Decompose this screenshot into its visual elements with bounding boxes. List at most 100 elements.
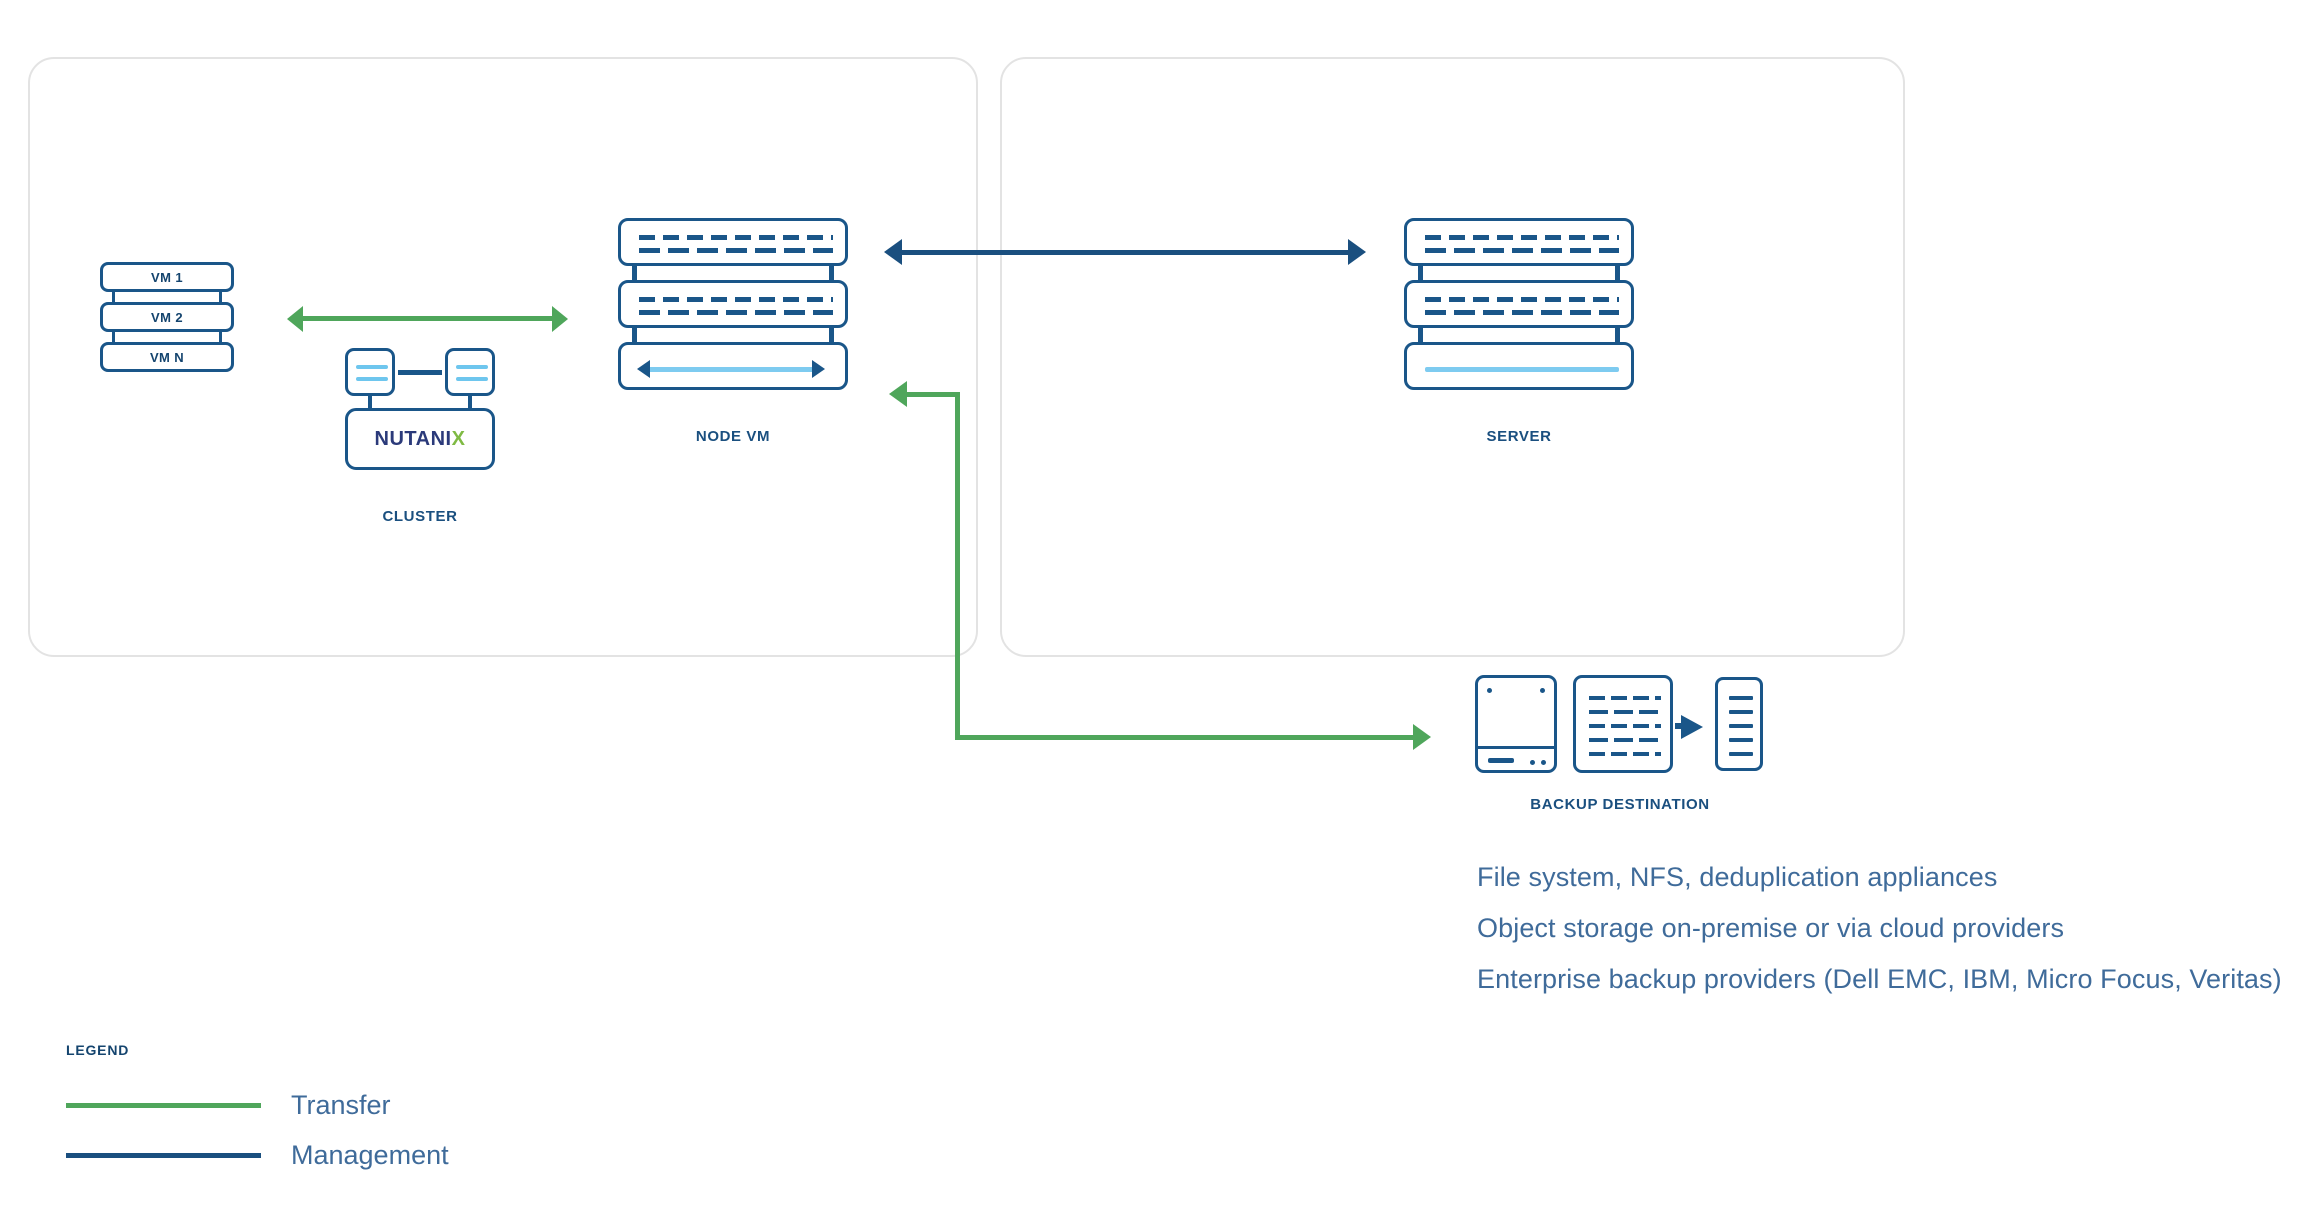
node-vm-unit-3 [618, 342, 848, 390]
vm-box-n-label: VM N [149, 349, 185, 365]
vm-connector [219, 292, 222, 302]
management-line [900, 250, 1350, 255]
rack-leg [1418, 266, 1423, 280]
data-line [639, 310, 833, 315]
data-line [1425, 235, 1619, 240]
doc-line [1589, 738, 1661, 742]
disk-drive-icon [1475, 675, 1557, 773]
legend-label-management: Management [291, 1139, 449, 1170]
arrowhead-left-icon [889, 381, 907, 407]
rack-leg [829, 266, 834, 280]
server-unit-3 [1404, 342, 1634, 390]
storage-line [1729, 696, 1753, 700]
doc-line [1589, 710, 1661, 714]
cluster-leg [468, 396, 472, 410]
vm-box-2[interactable]: VM 2 [100, 302, 234, 332]
data-line [1425, 297, 1619, 302]
nutanix-cluster[interactable]: NUTANIX [345, 348, 495, 483]
nutanix-logo: NUTANIX [375, 428, 466, 451]
description-line-3: Enterprise backup providers (Dell EMC, I… [1477, 964, 2282, 994]
data-line [1425, 310, 1619, 315]
throughput-line [1425, 366, 1619, 372]
legend-item-transfer: Transfer [66, 1080, 449, 1130]
rack-leg [1615, 266, 1620, 280]
description-line-2: Object storage on-premise or via cloud p… [1477, 913, 2065, 943]
arrowhead-right-icon [552, 306, 568, 332]
data-line [1425, 248, 1619, 253]
vm-box-n[interactable]: VM N [100, 342, 234, 372]
vm-connector [112, 332, 115, 342]
disk-dot [1540, 688, 1545, 693]
storage-line [1729, 724, 1753, 728]
cluster-label: CLUSTER [382, 508, 458, 525]
transfer-line-v [955, 392, 960, 740]
cluster-leg [368, 396, 372, 410]
vm-connector [112, 292, 115, 302]
doc-line [1589, 696, 1661, 700]
rack-leg [1418, 328, 1423, 342]
node-vm-stack[interactable] [618, 218, 848, 390]
doc-line [1589, 752, 1661, 756]
legend-swatch-transfer [66, 1102, 261, 1108]
throughput-line [650, 366, 812, 372]
description-line-1: File system, NFS, deduplication applianc… [1477, 862, 1998, 892]
cluster-node-bar [356, 365, 388, 369]
server-unit-1 [1404, 218, 1634, 266]
arrowhead-left-icon [287, 306, 303, 332]
arrowhead-right-icon [812, 360, 825, 378]
rack-leg [632, 266, 637, 280]
data-line [639, 248, 833, 253]
node-vm-label: NODE VM [695, 428, 771, 445]
arrowhead-left-icon [637, 360, 650, 378]
server-label: SERVER [1486, 428, 1552, 445]
cluster-link [398, 370, 442, 375]
rack-leg [1615, 328, 1620, 342]
vm-box-1[interactable]: VM 1 [100, 262, 234, 292]
vm-box-2-label: VM 2 [151, 309, 183, 325]
backup-destination-icons[interactable] [1475, 675, 1765, 775]
backup-destination-label: BACKUP DESTINATION [1530, 796, 1710, 813]
data-line [639, 297, 833, 302]
rack-leg [829, 328, 834, 342]
legend-label-transfer: Transfer [291, 1089, 391, 1120]
vm-box-1-label: VM 1 [151, 269, 183, 285]
legend-swatch-management [66, 1152, 261, 1158]
arrowhead-right-icon [1348, 239, 1366, 265]
disk-separator [1477, 746, 1557, 749]
disk-dot [1487, 688, 1492, 693]
cluster-node-bar [356, 377, 388, 381]
legend: LEGEND Transfer Management [66, 1042, 449, 1180]
node-vm-unit-2 [618, 280, 848, 328]
backup-destination-description-list: File system, NFS, deduplication applianc… [1477, 852, 2297, 1005]
nutanix-logo-x-icon: X [451, 427, 466, 450]
node-vm-unit-1 [618, 218, 848, 266]
storage-line [1729, 752, 1753, 756]
cluster-node-left [345, 348, 395, 396]
legend-title: LEGEND [66, 1042, 130, 1058]
legend-item-management: Management [66, 1130, 449, 1180]
arrowhead-right-icon [1413, 724, 1431, 750]
nutanix-logo-text: NUTANI [374, 427, 452, 450]
cluster-node-bar [456, 365, 488, 369]
storage-line [1729, 738, 1753, 742]
arrowhead-left-icon [884, 239, 902, 265]
transfer-line-h-top [905, 392, 960, 397]
rack-leg [632, 328, 637, 342]
data-line [639, 235, 833, 240]
server-stack[interactable] [1404, 218, 1634, 390]
doc-line [1589, 724, 1661, 728]
cluster-node-bar [456, 377, 488, 381]
disk-dot [1541, 760, 1546, 765]
cluster-node-right [445, 348, 495, 396]
vm-stack: VM 1 VM 2 VM N [100, 262, 234, 382]
storage-line [1729, 710, 1753, 714]
arrowhead-right-icon [1681, 715, 1703, 739]
transfer-line [300, 316, 555, 321]
storage-target-icon [1715, 677, 1763, 771]
server-unit-2 [1404, 280, 1634, 328]
cluster-base: NUTANIX [345, 408, 495, 470]
disk-slot [1488, 758, 1514, 763]
document-records-icon [1573, 675, 1673, 773]
transfer-line-h-bottom [955, 735, 1415, 740]
